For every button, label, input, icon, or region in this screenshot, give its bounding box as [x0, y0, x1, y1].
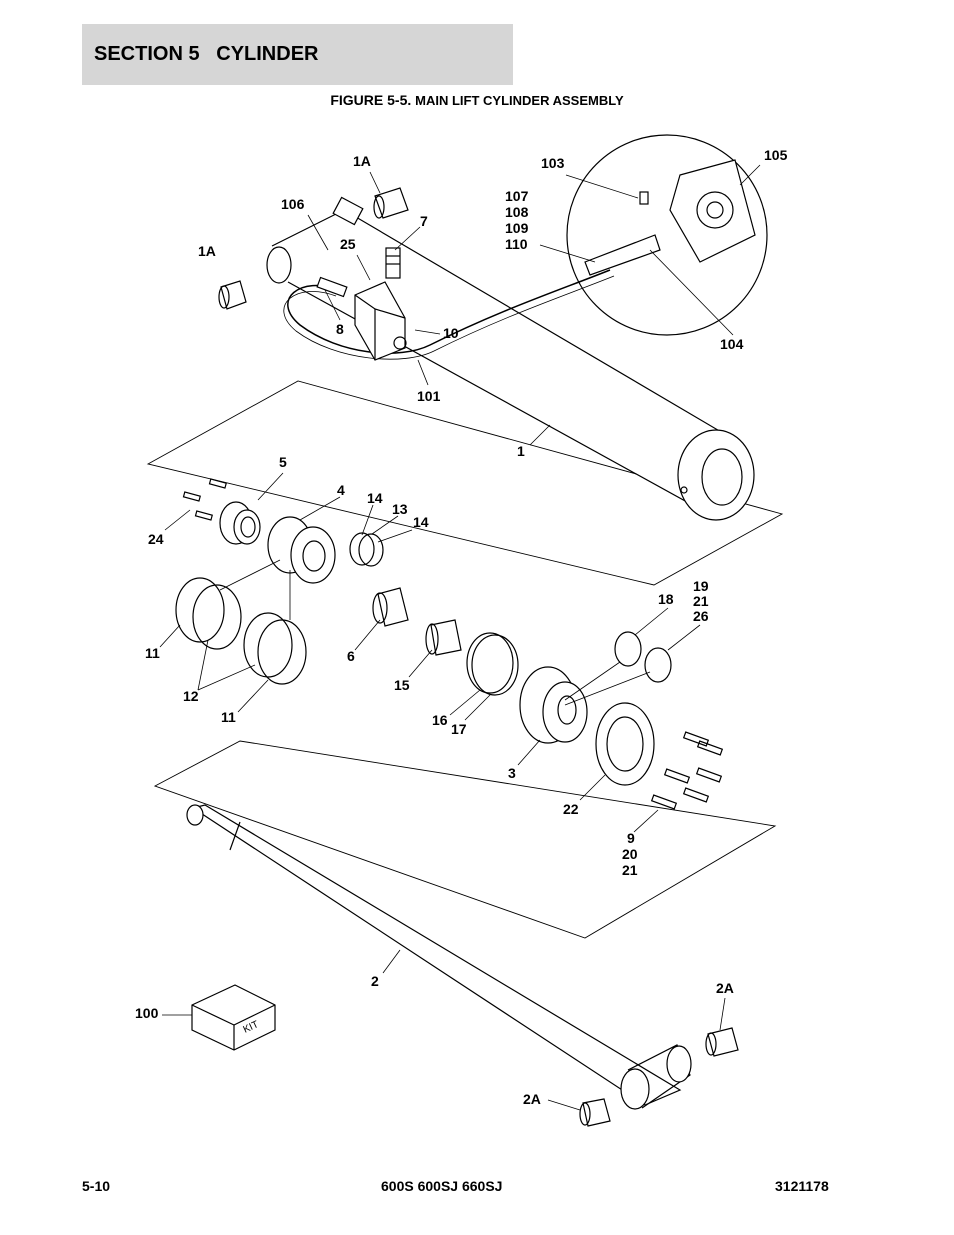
spacer-5: [219, 501, 261, 545]
fitting-8: [316, 276, 348, 298]
callout-100: 100: [135, 1005, 159, 1021]
callout-14-b: 14: [413, 514, 429, 530]
bushing-6: [372, 587, 409, 627]
detail-circle: [566, 134, 768, 336]
figure-title: FIGURE 5-5. MAIN LIFT CYLINDER ASSEMBLY: [0, 92, 954, 108]
callout-105: 105: [764, 147, 788, 163]
cylinder-rod-2: [186, 804, 692, 1110]
section-title: SECTION 5 CYLINDER: [94, 43, 319, 65]
callout-13: 13: [392, 501, 408, 517]
callout-104: 104: [720, 336, 744, 352]
callout-109: 109: [505, 220, 529, 236]
callout-2: 2: [371, 973, 379, 989]
callout-106: 106: [281, 196, 305, 212]
footer-page-number: 5-10: [82, 1178, 111, 1194]
valve-block: [354, 281, 407, 361]
callout-21-b: 21: [622, 862, 638, 878]
callout-25: 25: [340, 236, 356, 252]
callout-18: 18: [658, 591, 674, 607]
callout-24: 24: [148, 531, 164, 547]
valve-cartridge: [584, 191, 661, 276]
callout-2a-bottom: 2A: [523, 1091, 541, 1107]
callout-8: 8: [336, 321, 344, 337]
kit-box: [191, 984, 276, 1051]
callout-21-a: 21: [693, 593, 709, 609]
figure-number: FIGURE 5-5.: [330, 92, 412, 108]
callout-20: 20: [622, 846, 638, 862]
bushing-1a-left: [218, 280, 247, 310]
seal-18: [614, 631, 642, 667]
callout-5: 5: [279, 454, 287, 470]
piston-4: [267, 516, 336, 584]
bolts-24: [182, 478, 227, 521]
callout-12: 12: [183, 688, 199, 704]
cartridge-cap: [669, 159, 756, 263]
callout-107: 107: [505, 188, 529, 204]
section-header: SECTION 5 CYLINDER: [82, 24, 513, 85]
callout-15: 15: [394, 677, 410, 693]
ring-12-left: [192, 584, 242, 650]
callout-9: 9: [627, 830, 635, 846]
callout-4: 4: [337, 482, 345, 498]
callout-1: 1: [517, 443, 525, 459]
bushing-1a-top: [373, 187, 409, 219]
gasket-22: [595, 702, 655, 786]
barrel-plane-outline: [146, 380, 784, 586]
leader-lines: [159, 164, 761, 1111]
callout-26: 26: [693, 608, 709, 624]
callout-10: 10: [443, 325, 459, 341]
seal-13: [358, 533, 384, 567]
seal-14: [349, 532, 375, 566]
callout-16: 16: [432, 712, 448, 728]
seal-17: [471, 634, 519, 696]
footer-doc-number: 3121178: [775, 1178, 829, 1194]
callout-7: 7: [420, 213, 428, 229]
callout-108: 108: [505, 204, 529, 220]
callout-1a-left: 1A: [198, 243, 216, 259]
footer-models: 600S 600SJ 660SJ: [381, 1178, 503, 1194]
callout-17: 17: [451, 721, 467, 737]
ring-11-right: [257, 619, 307, 685]
cylinder-head-3: [519, 666, 588, 744]
callout-14-a: 14: [367, 490, 383, 506]
callout-103: 103: [541, 155, 565, 171]
rod-plane-outline: [153, 740, 777, 939]
callout-110: 110: [505, 236, 528, 252]
bushing-15: [425, 619, 462, 656]
bushing-2a-bottom: [579, 1098, 611, 1127]
callout-3: 3: [508, 765, 516, 781]
ring-12-right: [243, 612, 293, 678]
callout-11-a: 11: [145, 645, 160, 661]
callout-11-b: 11: [221, 709, 236, 725]
callout-101: 101: [417, 388, 441, 404]
callout-6: 6: [347, 648, 355, 664]
callout-1a-top: 1A: [353, 153, 371, 169]
bolts-9: [650, 731, 724, 810]
bushing-2a-right: [705, 1027, 739, 1057]
callout-22: 22: [563, 801, 579, 817]
fitting-7: [385, 247, 401, 279]
ring-11-left: [175, 577, 225, 643]
callout-2a-right: 2A: [716, 980, 734, 996]
seal-16: [466, 632, 514, 694]
seal-19: [644, 647, 672, 683]
figure-caption: MAIN LIFT CYLINDER ASSEMBLY: [415, 93, 624, 108]
callout-19: 19: [693, 578, 709, 594]
